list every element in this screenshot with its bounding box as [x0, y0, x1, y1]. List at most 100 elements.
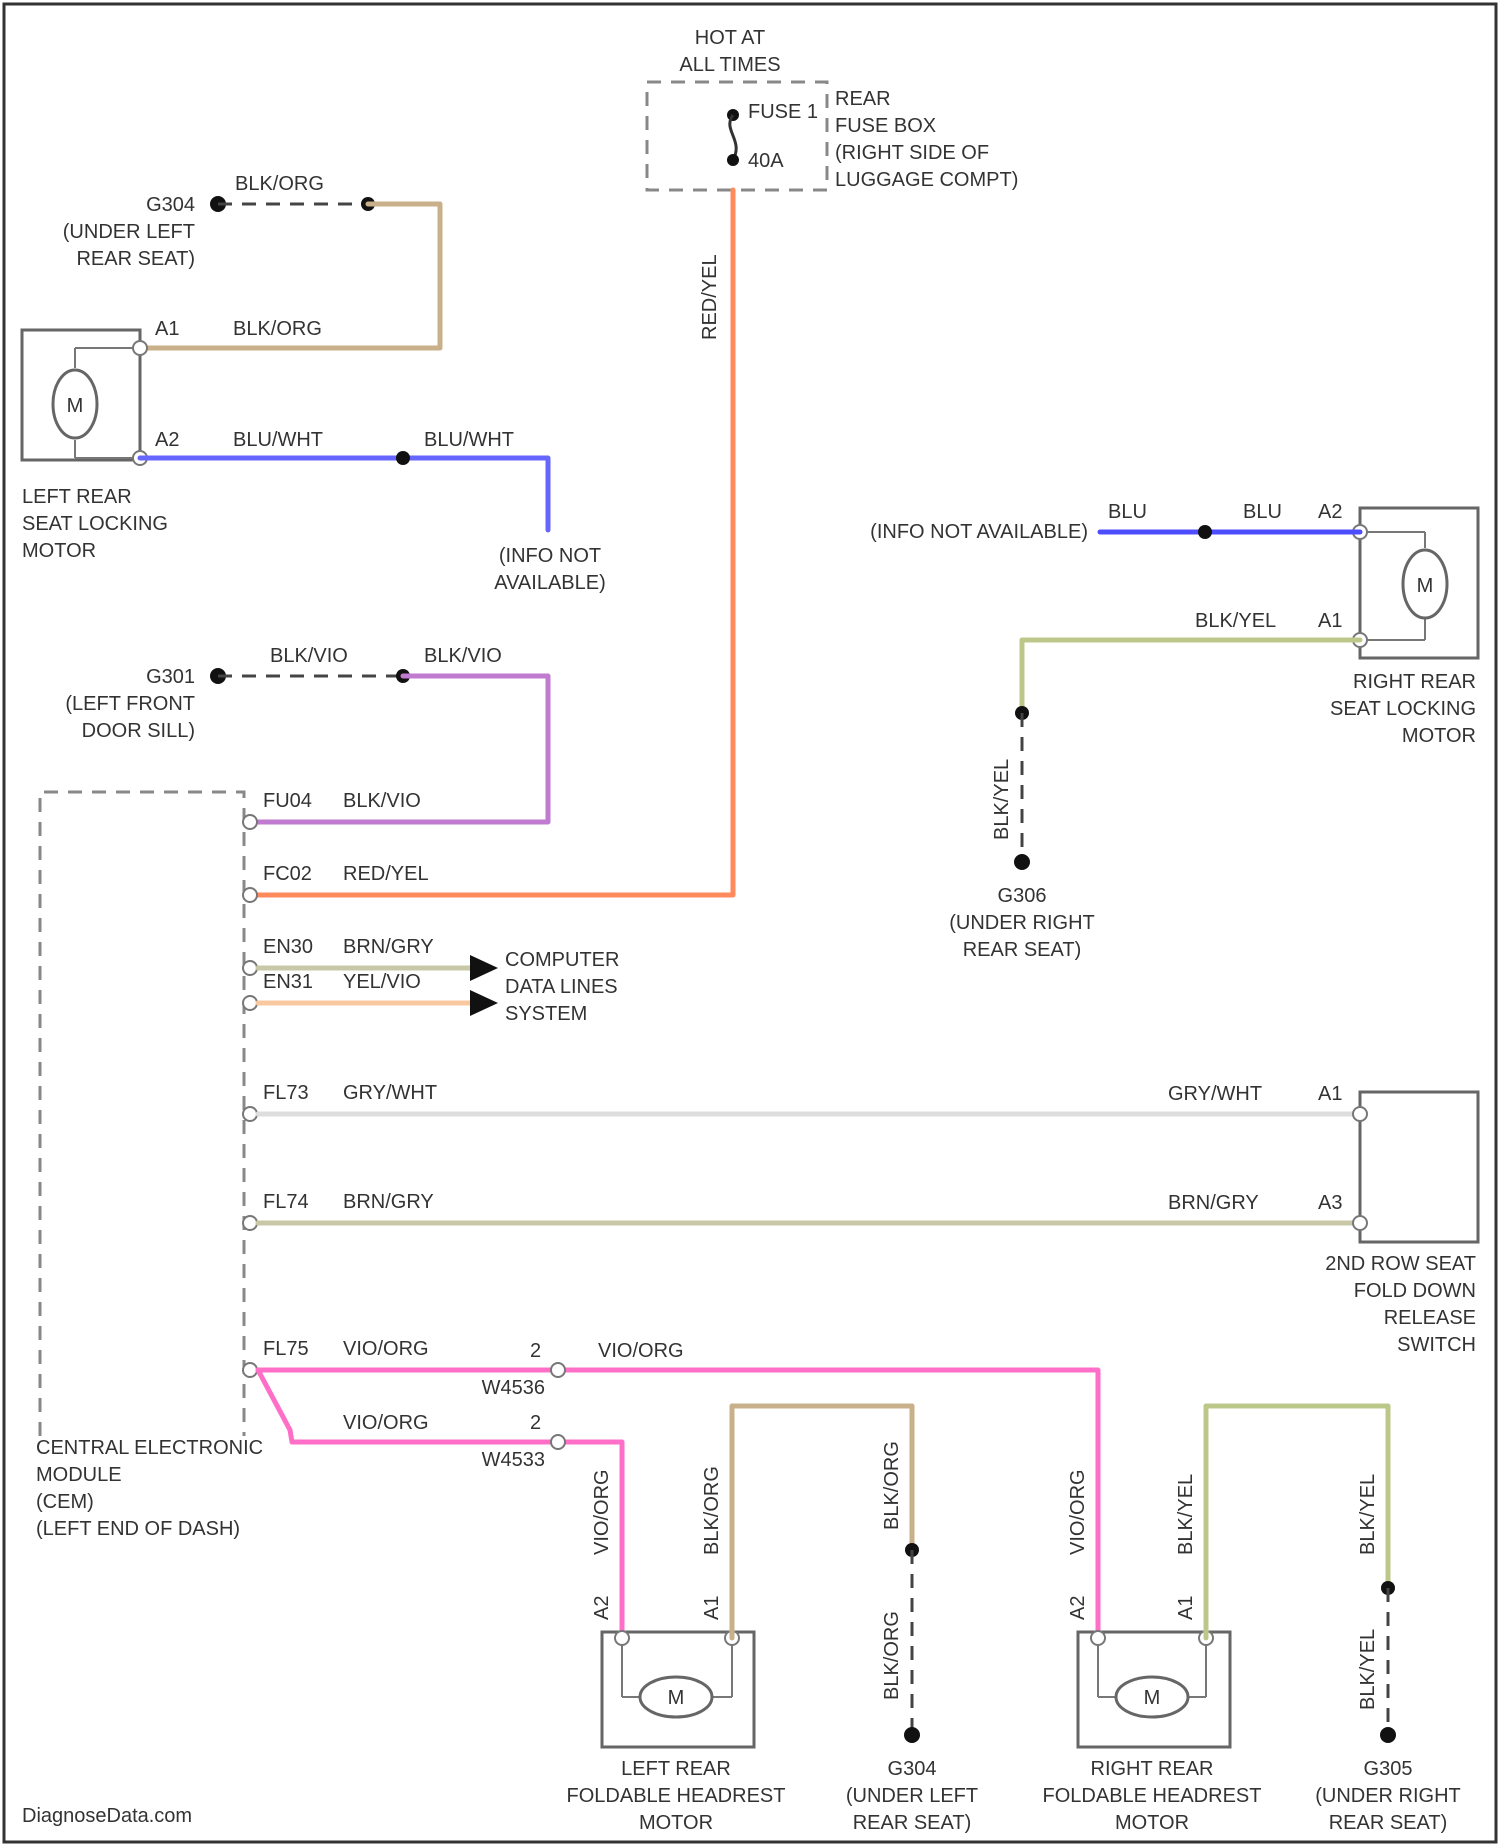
- right-lock-blu-left-label: BLU: [1108, 501, 1147, 523]
- switch-pin-a1: [1353, 1107, 1367, 1121]
- fuse-rating: 40A: [748, 150, 784, 172]
- g301-line2: DOOR SILL): [82, 720, 195, 742]
- left-headrest-a1-pin-label: A1: [701, 1596, 723, 1620]
- cem-pin-fu04: [243, 815, 257, 829]
- g306-ground-icon: [1014, 854, 1030, 870]
- switch-a3-pin-label: A3: [1318, 1192, 1342, 1214]
- right-lock-a1-wire-label: BLK/YEL: [1195, 610, 1276, 632]
- cem-wire-label-fl73: GRY/WHT: [343, 1082, 437, 1104]
- g305-line1: (UNDER RIGHT: [1315, 1785, 1461, 1807]
- left-lock-a2-pin-label: A2: [155, 429, 179, 451]
- switch-line4: SWITCH: [1397, 1334, 1476, 1356]
- switch-a1-pin-label: A1: [1318, 1083, 1342, 1105]
- cem-pin-label-fl75: FL75: [263, 1338, 309, 1360]
- blu-wht-splice: [396, 451, 410, 465]
- left-headrest-motor-symbol: M: [668, 1687, 685, 1709]
- blu-splice: [1198, 525, 1212, 539]
- cem-pin-label-fc02: FC02: [263, 863, 312, 885]
- cem-line2: MODULE: [36, 1464, 122, 1486]
- right-headrest-a2-wire-label: VIO/ORG: [1067, 1469, 1089, 1555]
- cem-pin-fl74: [243, 1216, 257, 1230]
- right-lock-ground-wire-label: BLK/YEL: [991, 759, 1013, 840]
- w4536-pin: 2: [530, 1340, 541, 1362]
- cem-pin-en31: [243, 996, 257, 1010]
- g305-name: G305: [1364, 1758, 1413, 1780]
- left-lock-info-line1: (INFO NOT: [499, 545, 601, 567]
- cem-pin-label-fu04: FU04: [263, 790, 312, 812]
- cem-pin-label-fl74: FL74: [263, 1191, 309, 1213]
- switch-a1-wire-label: GRY/WHT: [1168, 1083, 1262, 1105]
- left-lock-motor-pin-a1: [133, 341, 147, 355]
- right-lock-blu-right-label: BLU: [1243, 501, 1282, 523]
- right-lock-a1-pin-label: A1: [1318, 610, 1342, 632]
- computer-data-line2: DATA LINES: [505, 976, 618, 998]
- left-headrest-a1-wire-label: BLK/ORG: [701, 1466, 723, 1555]
- switch-a3-wire-label: BRN/GRY: [1168, 1192, 1259, 1214]
- left-headrest-a2-wire-label: VIO/ORG: [591, 1469, 613, 1555]
- left-lock-a2-continue-label: BLU/WHT: [424, 429, 514, 451]
- right-headrest-ground-wire-upper: BLK/YEL: [1357, 1474, 1379, 1555]
- right-headrest-a2-pin-label: A2: [1067, 1596, 1089, 1620]
- fuse-box-line4: LUGGAGE COMPT): [835, 169, 1018, 191]
- right-lock-motor-line3: MOTOR: [1402, 725, 1476, 747]
- right-headrest-a1-pin-label: A1: [1175, 1596, 1197, 1620]
- right-headrest-line1: RIGHT REAR: [1091, 1758, 1214, 1780]
- left-lock-motor-line1: LEFT REAR: [22, 486, 132, 508]
- left-headrest-a2-pin-label: A2: [591, 1596, 613, 1620]
- cem-wire-label-fl75: VIO/ORG: [343, 1338, 429, 1360]
- left-lock-motor-line2: SEAT LOCKING: [22, 513, 168, 535]
- w4533-name: W4533: [482, 1449, 545, 1471]
- g305-ground-icon: [1380, 1727, 1396, 1743]
- g306-line1: (UNDER RIGHT: [949, 912, 1095, 934]
- g305-line2: REAR SEAT): [1329, 1812, 1448, 1834]
- right-lock-motor-line1: RIGHT REAR: [1353, 671, 1476, 693]
- cem-wire-label-en31: YEL/VIO: [343, 971, 421, 993]
- connector-w4536: [551, 1363, 565, 1377]
- left-lock-a2-wire-label: BLU/WHT: [233, 429, 323, 451]
- cem-line4: (LEFT END OF DASH): [36, 1518, 240, 1540]
- cem-pin-fl73: [243, 1107, 257, 1121]
- fuse-terminal-bottom: [727, 154, 739, 166]
- left-lock-info-line2: AVAILABLE): [494, 572, 606, 594]
- cem-pin-en30: [243, 961, 257, 975]
- switch-line1: 2ND ROW SEAT: [1325, 1253, 1476, 1275]
- cem-pin-fl75: [243, 1363, 257, 1377]
- g304-top-line1: (UNDER LEFT: [63, 221, 195, 243]
- g304-top-line2: REAR SEAT): [76, 248, 195, 270]
- g301-wire-label-right: BLK/VIO: [424, 645, 502, 667]
- g304-bottom-ground-icon: [904, 1727, 920, 1743]
- cem-pin-label-en31: EN31: [263, 971, 313, 993]
- fuse-hot-line1: HOT AT: [695, 27, 765, 49]
- right-lock-a2-pin-label: A2: [1318, 501, 1342, 523]
- g306-name: G306: [998, 885, 1047, 907]
- cem-wire-label-fc02: RED/YEL: [343, 863, 429, 885]
- cem-wire-label-en30: BRN/GRY: [343, 936, 434, 958]
- g306-line2: REAR SEAT): [963, 939, 1082, 961]
- computer-data-line1: COMPUTER: [505, 949, 619, 971]
- left-headrest-line3: MOTOR: [639, 1812, 713, 1834]
- switch-line2: FOLD DOWN: [1354, 1280, 1476, 1302]
- right-lock-info: (INFO NOT AVAILABLE): [870, 521, 1088, 543]
- left-headrest-ground-wire-lower: BLK/ORG: [881, 1611, 903, 1700]
- fuse-box-line3: (RIGHT SIDE OF: [835, 142, 989, 164]
- fuse-name: FUSE 1: [748, 101, 818, 123]
- connector-w4533: [551, 1435, 565, 1449]
- left-headrest-pin-a2: [615, 1631, 629, 1645]
- fuse-hot-line2: ALL TIMES: [679, 54, 780, 76]
- g304-bottom-line2: REAR SEAT): [853, 1812, 972, 1834]
- g301-wire-label-left: BLK/VIO: [270, 645, 348, 667]
- w4536-wire-after: VIO/ORG: [598, 1340, 684, 1362]
- watermark: DiagnoseData.com: [22, 1805, 192, 1827]
- cem-pin-label-en30: EN30: [263, 936, 313, 958]
- diagram-border: [4, 4, 1496, 1842]
- cem-line1: CENTRAL ELECTRONIC: [36, 1437, 263, 1459]
- switch-line3: RELEASE: [1384, 1307, 1476, 1329]
- g301-line1: (LEFT FRONT: [65, 693, 195, 715]
- left-lock-motor-line3: MOTOR: [22, 540, 96, 562]
- right-headrest-a1-wire-label: BLK/YEL: [1175, 1474, 1197, 1555]
- fuse-box-line2: FUSE BOX: [835, 115, 936, 137]
- left-lock-a1-wire-label: BLK/ORG: [233, 318, 322, 340]
- left-headrest-ground-wire-upper: BLK/ORG: [881, 1441, 903, 1530]
- w4536-name: W4536: [482, 1377, 545, 1399]
